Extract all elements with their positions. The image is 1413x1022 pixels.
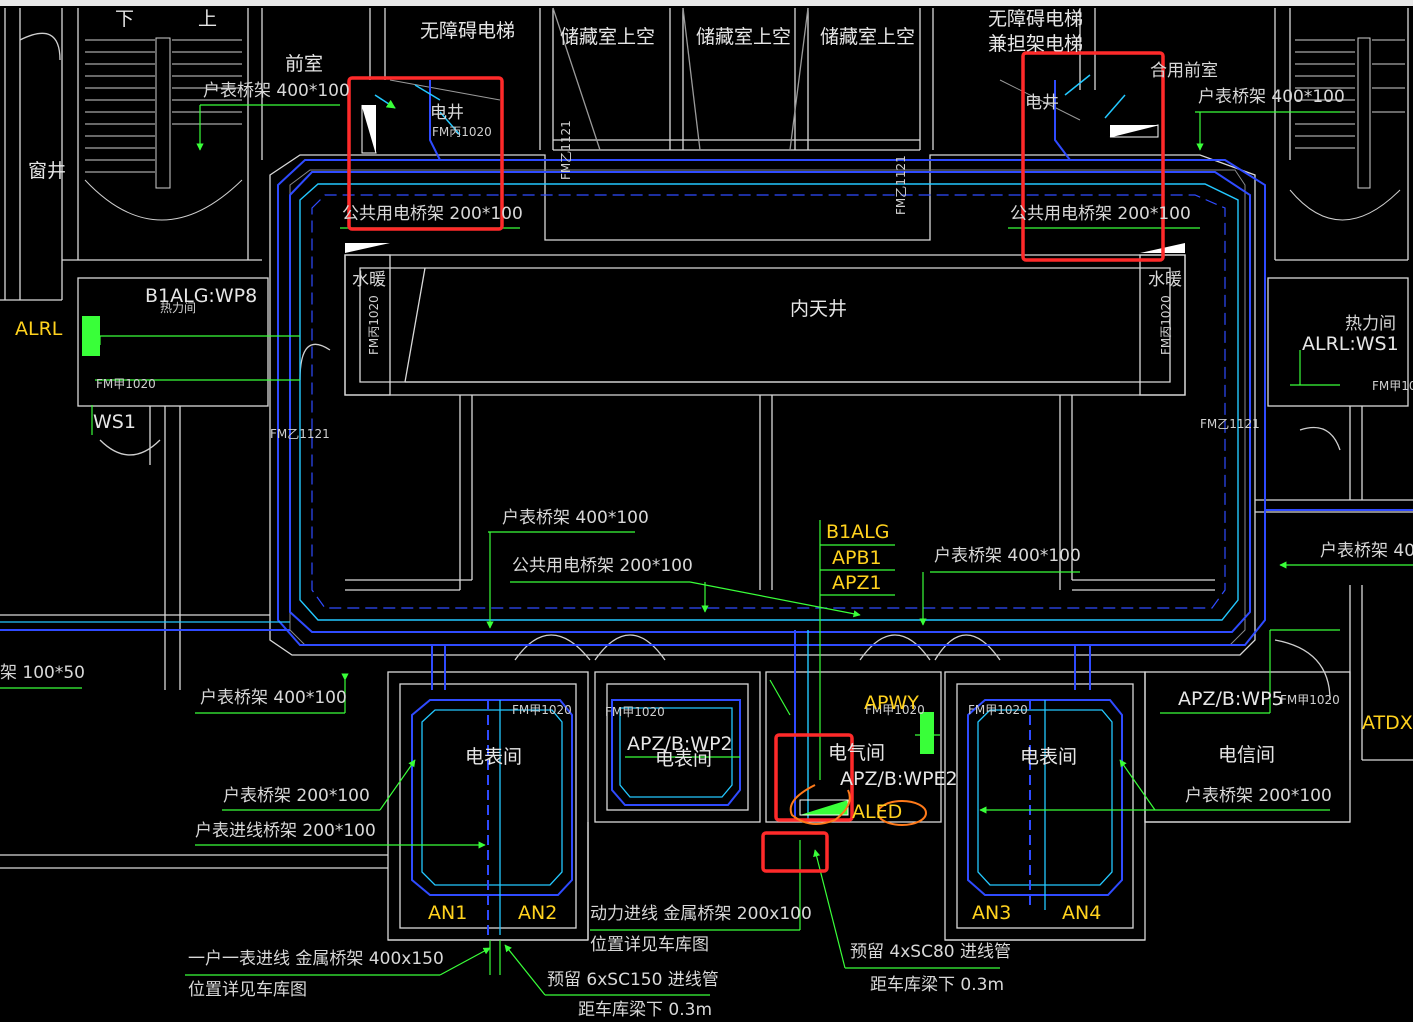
room-elec-shaft-right: 电井: [1025, 93, 1059, 113]
note-meter-inlet: 一户一表进线 金属桥架 400x150: [188, 949, 444, 969]
annotation-marks: [789, 784, 927, 826]
tray-label-meter-400-lower-left: 户表桥架 400*100: [200, 688, 347, 708]
equipment-apwy: APWY: [864, 692, 919, 714]
equipment-apz1: APZ1: [832, 572, 882, 594]
room-elevator-right-line1: 无障碍电梯: [988, 8, 1084, 30]
highlight-box-inlet: [761, 831, 829, 873]
note-see-garage-1: 位置详见车库图: [590, 935, 709, 955]
equipment-atdx: ATDX: [1362, 712, 1413, 734]
door-tag-fm-yi-top-1: FM乙1121: [559, 120, 573, 180]
equipment-apz-wpe2: APZ/B:WPE2: [840, 768, 958, 790]
note-reserve-4sc80: 预留 4xSC80 进线管: [850, 942, 1011, 962]
highlight-box-electrical-room: [774, 733, 854, 822]
tray-label-meter-200-right: 户表桥架 200*100: [1185, 786, 1332, 806]
tray-label-public-right: 公共用电桥架 200*100: [1010, 204, 1191, 224]
walls: [0, 7, 1413, 941]
stair-down-label: 下: [115, 8, 135, 30]
tray-label-meter-400-mid: 户表桥架 400*100: [502, 508, 649, 528]
equipment-an2: AN2: [518, 902, 558, 924]
door-tag-fm-yi-left: FM乙1121: [270, 427, 330, 441]
equipment-alrl-wp8: B1ALG:WP8: [145, 285, 258, 307]
equipment-symbols: [82, 104, 1185, 816]
room-electrical-room: 电气间: [828, 742, 886, 764]
room-water-heating-right: 水暖: [1148, 270, 1182, 290]
equipment-alrl: ALRL: [15, 318, 63, 340]
door-tag-fm-jia-meter-1: FM甲1020: [512, 703, 572, 717]
equipment-aled: ALED: [852, 801, 903, 823]
equipment-apz-wp5: APZ/B:WP5: [1178, 688, 1284, 710]
tray-label-meter-400-right: 户表桥架 400*100: [1198, 87, 1345, 107]
room-storage-1: 储藏室上空: [560, 26, 656, 48]
room-heat-room-right: 热力间: [1345, 314, 1396, 334]
note-see-garage-2: 位置详见车库图: [188, 980, 307, 1000]
equipment-b1alg: B1ALG: [826, 521, 890, 543]
cable-trays: [0, 80, 1413, 935]
equipment-apb1: APB1: [832, 547, 882, 569]
room-storage-2: 储藏室上空: [696, 26, 792, 48]
window-top-strip: [0, 0, 1413, 6]
tray-label-meter-400-far-right: 户表桥架 400*100: [1320, 541, 1413, 561]
equipment-an1: AN1: [428, 902, 468, 924]
tray-label-meter-400-left: 户表桥架 400*100: [203, 81, 350, 101]
equipment-ws1: WS1: [93, 411, 136, 433]
door-tag-fm-bing-water-left: FM丙1020: [367, 295, 381, 355]
room-barrier-free-elevator: 无障碍电梯: [420, 20, 516, 42]
room-storage-3: 储藏室上空: [820, 26, 916, 48]
room-meter-room-2: 电表间: [655, 748, 713, 770]
room-water-heating-left: 水暖: [352, 270, 386, 290]
tray-label-meter-200-left: 户表桥架 200*100: [223, 786, 370, 806]
room-window-shaft: 窗井: [28, 160, 67, 182]
equipment-alrl-ws1: ALRL:WS1: [1302, 333, 1399, 355]
room-front-room-left: 前室: [285, 53, 324, 75]
door-tag-fm-bing-water-right: FM丙1020: [1159, 295, 1173, 355]
door-tag-fm-jia-left: FM甲1020: [96, 377, 156, 391]
note-reserve-6sc150: 预留 6xSC150 进线管: [547, 970, 719, 990]
door-tag-fm-jia-electrical: FM甲1020: [865, 703, 925, 717]
room-heat-room-left: 热力间: [160, 301, 197, 315]
room-elevator-right-line2: 兼担架电梯: [988, 33, 1084, 55]
equipment-an3: AN3: [972, 902, 1012, 924]
tray-label-meter-400-right-mid: 户表桥架 400*100: [934, 546, 1081, 566]
tray-label-public-mid: 公共用电桥架 200*100: [512, 556, 693, 576]
room-telecom-room: 电信间: [1218, 744, 1276, 766]
leader-lines: [0, 104, 1413, 996]
equipment-an4: AN4: [1062, 902, 1102, 924]
equipment-apz-wp2: APZ/B:WP2: [627, 733, 733, 755]
tray-label-public-left: 公共用电桥架 200*100: [342, 204, 523, 224]
door-tag-fm-yi-top-2: FM乙1121: [894, 155, 908, 215]
room-meter-room-1: 电表间: [465, 746, 523, 768]
highlight-box-right-shaft: [1021, 51, 1165, 262]
room-meter-room-3: 电表间: [1020, 746, 1078, 768]
highlight-boxes: [347, 51, 1165, 873]
door-tag-fm-jia-right: FM甲1020: [1372, 379, 1413, 393]
door-tag-fm-jia-meter-2: FM甲1020: [605, 705, 665, 719]
door-tag-fm-yi-right: FM乙1121: [1200, 417, 1260, 431]
note-beam-left: 距车库梁下 0.3m: [578, 1000, 712, 1020]
door-tag-fm-bing-shaft-left: FM丙1020: [432, 125, 492, 139]
note-beam-right: 距车库梁下 0.3m: [870, 975, 1004, 995]
room-inner-courtyard: 内天井: [790, 298, 848, 320]
tray-label-100x50: 架 100*50: [0, 663, 85, 683]
door-tag-fm-jia-telecom: FM甲1020: [1280, 693, 1340, 707]
room-elec-shaft-left: 电井: [430, 103, 464, 123]
room-shared-front-room: 合用前室: [1150, 61, 1218, 81]
door-tag-fm-jia-meter-3: FM甲1020: [968, 703, 1028, 717]
stair-up-label: 上: [198, 8, 218, 30]
note-power-inlet: 动力进线 金属桥架 200x100: [590, 904, 812, 924]
tray-label-meter-inlet-200: 户表进线桥架 200*100: [195, 821, 376, 841]
highlight-box-left-shaft: [347, 76, 504, 231]
